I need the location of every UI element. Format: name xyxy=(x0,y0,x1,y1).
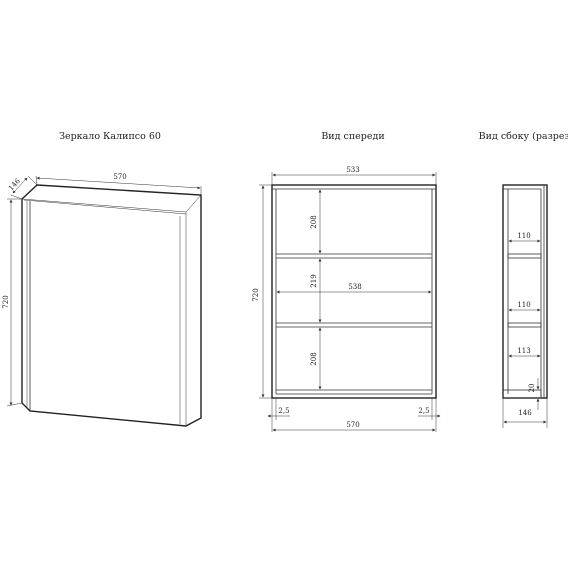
title-front-view: Вид спереди xyxy=(321,131,384,142)
front-inner-width-label: 533 xyxy=(346,166,359,174)
front-height-label: 720 xyxy=(252,288,260,301)
side-view: 110 110 113 20 146 xyxy=(502,184,548,428)
side-depth-2-label: 110 xyxy=(517,301,530,309)
front-shelf-width-label: 538 xyxy=(348,283,361,291)
front-wall-right-label: 2,5 xyxy=(418,407,429,415)
side-depth-label: 146 xyxy=(518,409,532,417)
front-gap-mid-label: 219 xyxy=(310,274,318,287)
iso-depth-label: 146 xyxy=(7,177,22,193)
side-bottom-label: 20 xyxy=(528,384,536,393)
front-gap-top-label: 208 xyxy=(310,215,318,228)
front-wall-left-label: 2,5 xyxy=(278,407,289,415)
front-width-label: 570 xyxy=(346,421,359,429)
side-depth-3-label: 113 xyxy=(517,347,530,355)
front-view: 533 208 219 208 538 720 2,5 2,5 570 xyxy=(252,166,441,432)
iso-height-label: 720 xyxy=(2,295,10,308)
front-gap-bottom-label: 208 xyxy=(310,352,318,365)
iso-view: 146 570 720 xyxy=(2,173,202,427)
iso-width-label: 570 xyxy=(113,173,126,181)
title-side-view: Вид сбоку (разрез) xyxy=(479,131,568,142)
side-depth-1-label: 110 xyxy=(517,232,530,240)
title-iso-view: Зеркало Калипсо 60 xyxy=(59,131,161,142)
